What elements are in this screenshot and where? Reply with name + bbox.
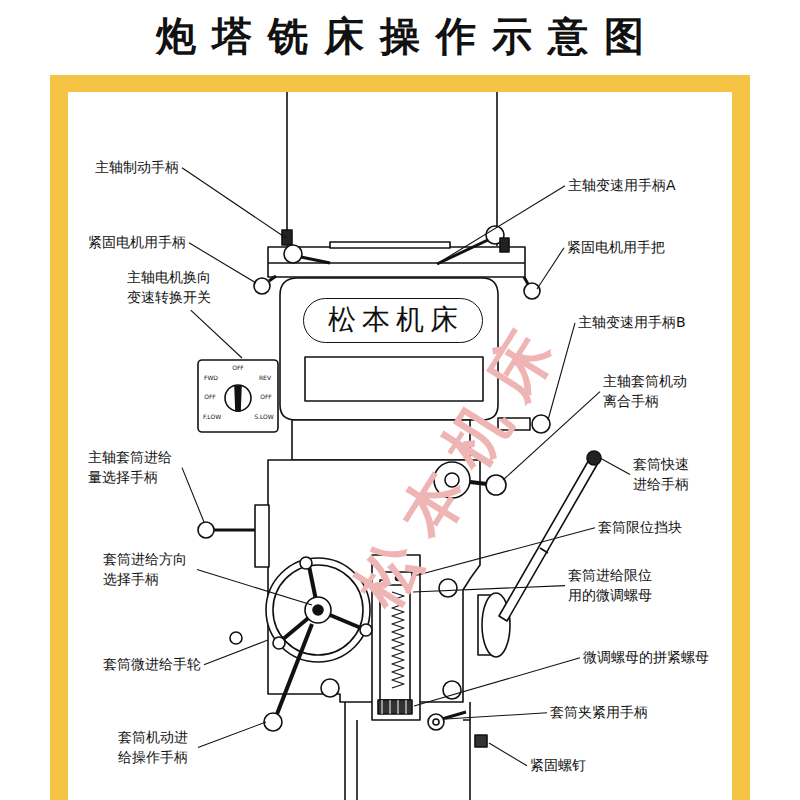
inner-panel <box>68 92 732 800</box>
callout-label: 紧固螺钉 <box>530 756 586 776</box>
callout-label: 主轴变速用手柄A <box>568 176 676 196</box>
callout-label: 主轴制动手柄 <box>95 158 179 178</box>
callout-label: 主轴套筒机动 离合手柄 <box>603 372 694 411</box>
callout-label: 紧固电机用手柄 <box>88 233 186 253</box>
leader-line <box>537 248 564 289</box>
leader-line <box>191 310 242 358</box>
callout-label: 主轴变速用手柄B <box>578 313 686 333</box>
callout-label: 紧固电机用手把 <box>567 238 665 258</box>
brand-name: 松本机床 <box>322 303 464 337</box>
switch-marking: OFF <box>204 394 216 401</box>
switch-marking: FWD <box>204 375 218 382</box>
leader-line <box>204 640 268 665</box>
leader-line <box>197 570 312 605</box>
leader-line <box>440 186 565 262</box>
callout-label: 微调螺母的拼紧螺母 <box>583 648 709 668</box>
callout-label: 套筒进给方向 选择手柄 <box>103 550 194 589</box>
leader-line <box>413 586 565 592</box>
callout-label: 套筒微进给手轮 <box>103 655 201 675</box>
callout-label: 套筒限位挡块 <box>598 518 682 538</box>
leader-line <box>198 722 266 748</box>
callout-label: 套筒进给限位 用的微调螺母 <box>568 566 659 605</box>
switch-marking: F.LOW <box>203 414 221 421</box>
callout-label: 主轴套筒进给 量选择手柄 <box>88 448 179 487</box>
callout-label: 套筒夹紧用手柄 <box>550 703 648 723</box>
brand-plate: 松本机床 <box>303 298 483 343</box>
machine-drawing <box>198 92 601 800</box>
leader-line <box>600 458 630 475</box>
switch-marking: OFF <box>232 365 244 372</box>
leader-line <box>446 713 547 719</box>
yellow-frame <box>50 75 750 800</box>
switch-marking: OFF <box>260 394 272 401</box>
switch-marking: REV <box>259 375 271 382</box>
leader-line <box>182 168 286 238</box>
leader-line <box>182 468 204 522</box>
callout-label: 套筒机动进 给操作手柄 <box>118 728 195 767</box>
callout-label: 套筒快速 进给手柄 <box>633 455 696 494</box>
leader-line <box>414 658 580 706</box>
callout-label: 主轴电机换向 变速转换开关 <box>127 268 218 307</box>
leader-line <box>489 743 527 766</box>
title: 炮塔铣床操作示意图 <box>0 12 800 60</box>
switch-marking: S.LOW <box>254 414 274 421</box>
